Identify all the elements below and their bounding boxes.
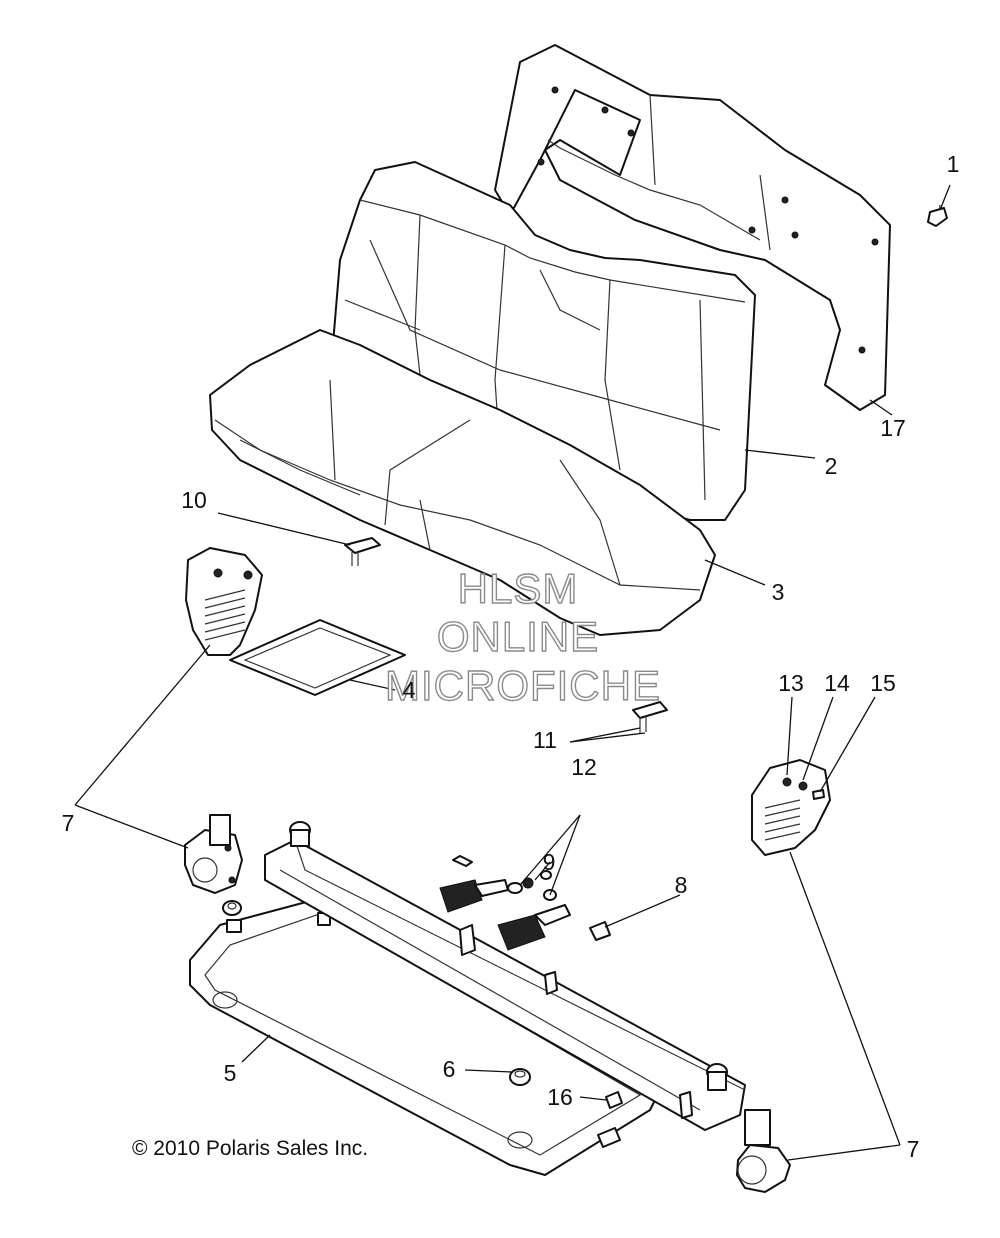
watermark-line-2: ONLINE <box>437 613 599 660</box>
seatbelt-boot-left-part-7 <box>185 547 263 656</box>
callout-6: 6 <box>443 1056 456 1082</box>
callout-7-left: 7 <box>62 810 75 836</box>
callout-17: 17 <box>880 415 906 441</box>
seatbelt-retractor-right <box>736 1109 791 1193</box>
callout-8: 8 <box>675 872 688 898</box>
callout-5: 5 <box>224 1060 237 1086</box>
watermark: HLSM ONLINE MICROFICHE <box>384 564 661 709</box>
callout-3: 3 <box>772 579 785 605</box>
seatbelt-boot-right-part-7 <box>751 759 831 856</box>
spacer-part-16 <box>605 1091 623 1109</box>
copyright-notice: © 2010 Polaris Sales Inc. <box>132 1137 368 1160</box>
watermark-line-1: HLSM <box>458 565 579 612</box>
callout-12: 12 <box>571 754 597 780</box>
seatbelt-retractor-left <box>184 814 243 894</box>
callout-9: 9 <box>543 849 556 875</box>
seat-bottom-cushion-part-3 <box>209 329 716 636</box>
seatbelt-buckle-a-part-12 <box>439 879 509 913</box>
bolt-part-8 <box>589 921 611 941</box>
callout-2: 2 <box>825 453 838 479</box>
callout-7-right: 7 <box>907 1136 920 1162</box>
washers-part-9 <box>507 870 557 901</box>
bolt-upper <box>452 855 473 867</box>
callout-4: 4 <box>403 677 416 703</box>
callout-1: 1 <box>947 151 960 177</box>
nut-left <box>222 900 242 916</box>
callout-16: 16 <box>547 1084 573 1110</box>
leader-lines <box>74 184 951 1161</box>
seatbelt-buckle-b-part-12 <box>497 904 571 951</box>
callout-10: 10 <box>181 487 207 513</box>
watermark-line-3: MICROFICHE <box>385 662 661 709</box>
callout-labels: 1 17 2 3 10 4 11 13 14 15 12 7 9 8 5 6 1… <box>62 151 960 1162</box>
nut-part-6 <box>509 1068 531 1086</box>
crossmember-rail <box>264 821 746 1131</box>
base-frame-part-5 <box>189 896 661 1176</box>
bracket-part-10 <box>344 537 381 566</box>
callout-14: 14 <box>824 670 850 696</box>
callout-15: 15 <box>870 670 896 696</box>
callout-13: 13 <box>778 670 804 696</box>
bracket-part-11 <box>632 701 668 733</box>
callout-11: 11 <box>533 727 557 753</box>
seat-back-panel-part-17 <box>494 44 891 411</box>
label-part-4 <box>229 619 406 696</box>
screw-part-1 <box>927 204 948 227</box>
